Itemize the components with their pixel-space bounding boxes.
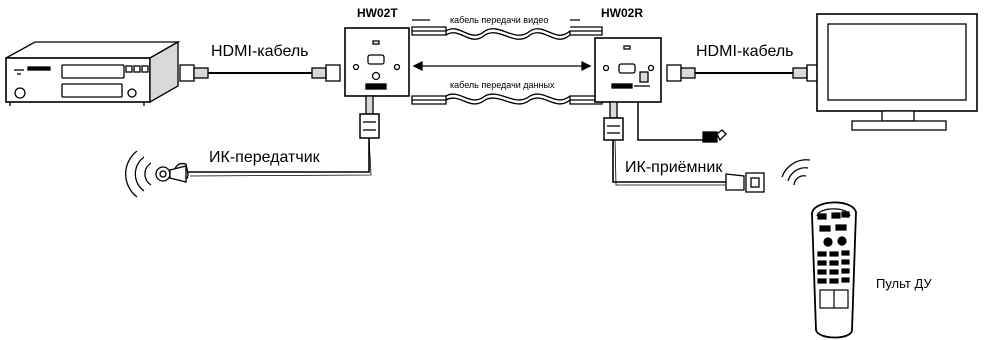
ir-transmitter-cable — [155, 95, 380, 183]
hdmi-cable-left-label: HDMI-кабель — [211, 43, 309, 60]
remote-control-label: Пульт ДУ — [876, 276, 932, 291]
video-cable — [411, 19, 603, 40]
tv-monitor-icon — [816, 13, 978, 131]
data-cable-label: кабель передачи данных — [450, 80, 555, 90]
ir-receiver-waves-icon — [781, 159, 811, 186]
remote-control-icon — [811, 201, 857, 339]
hdmi-cable-right — [666, 64, 822, 82]
distance-arrow — [412, 60, 592, 72]
transmitter-plate — [344, 27, 410, 97]
hdmi-cable-left — [179, 64, 341, 82]
receiver-label: HW02R — [601, 6, 644, 20]
data-cable — [411, 93, 603, 105]
video-cable-label: кабель передачи видео — [450, 15, 549, 25]
receiver-plate — [594, 37, 662, 103]
ir-transmitter-waves-icon — [125, 150, 152, 198]
audio-cable — [637, 102, 727, 143]
hdmi-cable-right-label: HDMI-кабель — [696, 43, 794, 60]
ir-receiver-cable — [603, 101, 765, 193]
ir-receiver-label: ИК-приёмник — [625, 159, 723, 176]
transmitter-label: HW02T — [357, 6, 398, 20]
media-player-icon — [5, 40, 181, 106]
ir-transmitter-label: ИК-передатчик — [209, 149, 320, 166]
